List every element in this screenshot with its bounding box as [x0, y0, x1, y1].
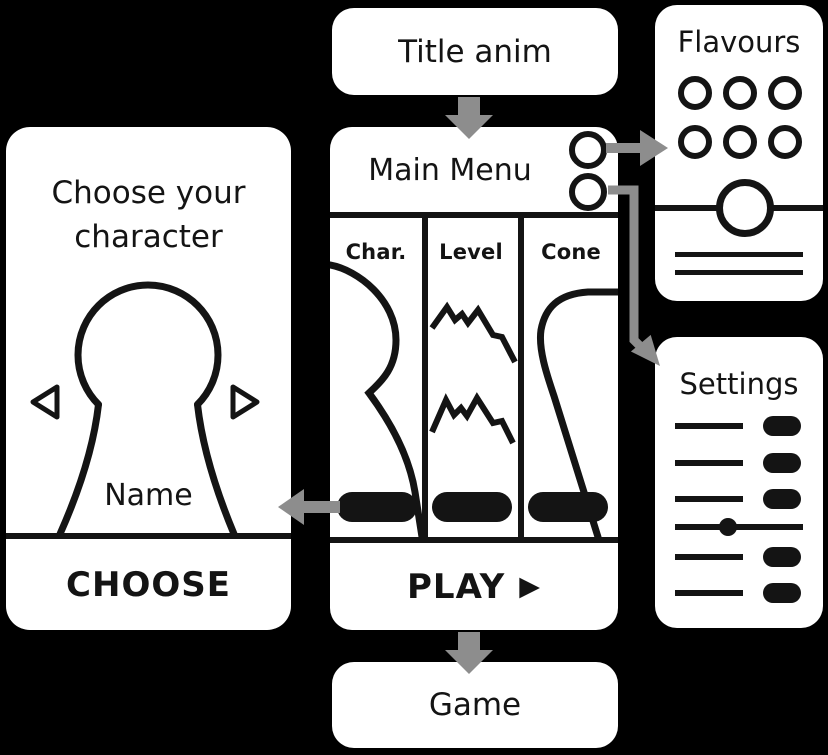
setting-toggle-pill[interactable] [763, 583, 801, 603]
pawn-head-outline [74, 281, 222, 408]
flavours-title: Flavours [677, 25, 801, 59]
title-anim-label: Title anim [398, 33, 552, 70]
flow-arrow-menu-to-flavours-icon [606, 130, 668, 166]
char-select-pill[interactable] [337, 492, 417, 522]
flavour-preview-circle [716, 179, 774, 237]
choose-button[interactable]: CHOOSE [66, 564, 231, 605]
cone-select-pill[interactable] [528, 492, 608, 522]
setting-label-line [675, 554, 743, 560]
flavour-text-line [675, 252, 803, 257]
setting-slider-knob[interactable] [719, 518, 737, 536]
setting-toggle-pill[interactable] [763, 453, 801, 473]
prev-character-arrow-icon[interactable] [30, 384, 60, 420]
column-header-cone: Cone [541, 240, 601, 264]
main-menu-title: Main Menu [368, 152, 532, 188]
main-menu-header-divider [330, 212, 618, 218]
setting-label-line [675, 423, 743, 429]
choose-character-title: Choose your character [51, 175, 246, 255]
flavour-option[interactable] [678, 125, 712, 159]
flow-arrow-menu-to-choose-icon [278, 489, 340, 525]
choose-character-screen: Choose your character Name CHOOSE [6, 127, 291, 630]
flavour-text-line [675, 270, 803, 275]
main-menu-screen: Main Menu Char. Level Cone PLAY ▶ [330, 127, 618, 630]
setting-label-line [675, 496, 743, 502]
setting-toggle-pill[interactable] [763, 416, 801, 436]
pawn-body-left-outline [56, 401, 102, 538]
column-divider [422, 218, 428, 537]
flavours-shortcut-button[interactable] [569, 131, 607, 169]
setting-toggle-pill[interactable] [763, 547, 801, 567]
flow-arrow-play-to-game-icon [445, 632, 493, 674]
level-mountains-sketch-top [429, 301, 518, 364]
flavour-option[interactable] [768, 125, 802, 159]
flow-arrow-menu-to-settings-icon [608, 185, 660, 366]
flow-arrow-title-to-menu-icon [445, 97, 493, 139]
level-mountains-sketch-bottom [429, 392, 516, 445]
play-button[interactable]: PLAY ▶ [406, 566, 542, 607]
settings-shortcut-button[interactable] [569, 173, 607, 211]
game-screen-node: Game [332, 662, 618, 748]
menu-column-sketches [330, 261, 618, 537]
settings-title: Settings [679, 367, 799, 401]
pawn-body-right-outline [194, 401, 238, 538]
setting-slider-track[interactable] [675, 524, 803, 530]
play-icon: ▶ [519, 571, 542, 602]
level-select-pill[interactable] [432, 492, 512, 522]
flavour-option[interactable] [768, 76, 802, 110]
character-name-label: Name [104, 477, 193, 513]
character-pawn-sketch [30, 281, 260, 538]
settings-screen: Settings [655, 337, 823, 628]
main-menu-footer-divider [330, 537, 618, 543]
setting-label-line [675, 590, 743, 596]
column-header-level: Level [439, 240, 503, 264]
flavour-option[interactable] [678, 76, 712, 110]
column-header-char: Char. [345, 240, 407, 264]
flavour-option[interactable] [723, 125, 757, 159]
setting-label-line [675, 460, 743, 466]
game-label: Game [428, 687, 522, 723]
next-character-arrow-icon[interactable] [230, 384, 260, 420]
cone-preview-sketch [536, 288, 618, 537]
char-preview-sketch [330, 261, 426, 537]
flavour-option[interactable] [723, 76, 757, 110]
choose-panel-divider [6, 533, 291, 539]
column-divider [518, 218, 524, 537]
flavours-screen: Flavours [655, 5, 823, 301]
title-anim-screen-node: Title anim [332, 8, 618, 95]
setting-toggle-pill[interactable] [763, 489, 801, 509]
